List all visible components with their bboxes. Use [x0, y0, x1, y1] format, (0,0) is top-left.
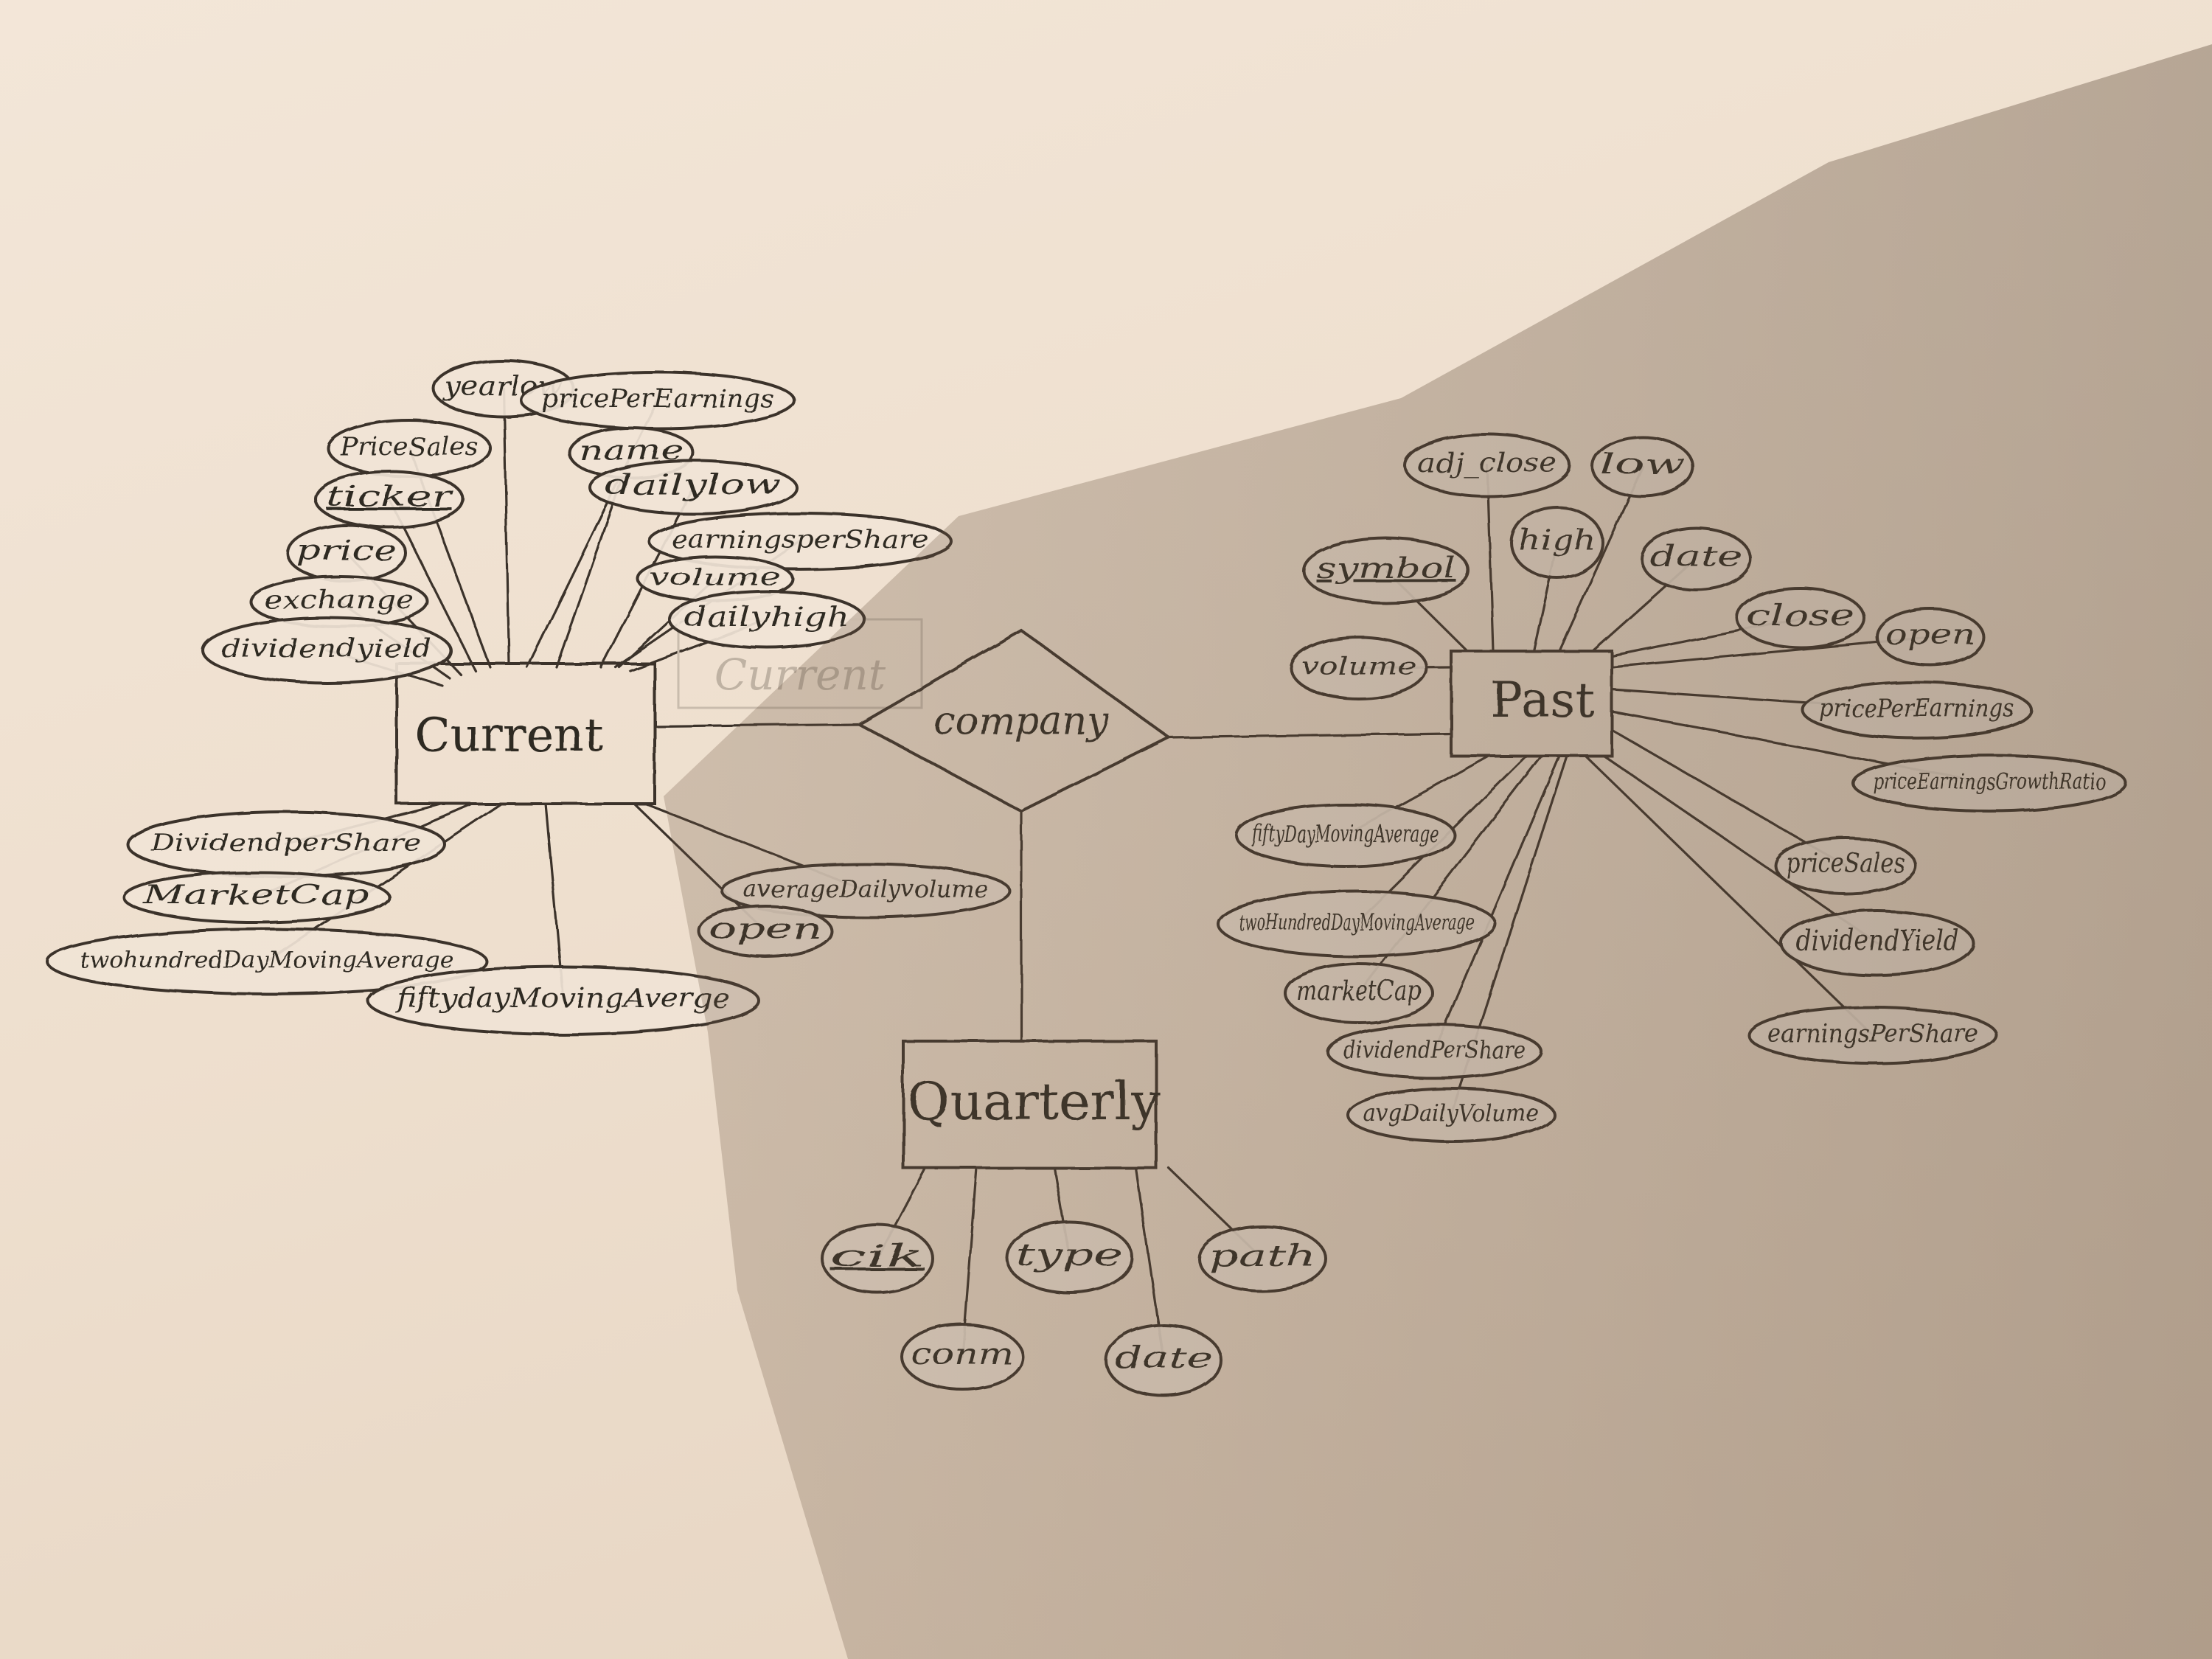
- attribute-current-17[interactable]: open: [698, 905, 833, 958]
- attribute-past-11[interactable]: fiftyDayMovingAverage: [1235, 803, 1456, 868]
- entity-past-label: Past: [1490, 672, 1594, 728]
- attribute-ellipse: [122, 871, 391, 924]
- attribute-label: volume: [1301, 652, 1416, 681]
- attribute-label: fiftyDayMovingAverage: [1252, 820, 1439, 848]
- attribute-past-14[interactable]: marketCap: [1284, 962, 1434, 1024]
- attribute-label: dividendYield: [1796, 925, 1959, 957]
- attribute-current-6[interactable]: price: [286, 524, 407, 582]
- attribute-past-12[interactable]: twoHundredDayMovingAverage: [1217, 890, 1497, 958]
- attribute-label: close: [1747, 599, 1854, 633]
- entity-past[interactable]: Past: [1450, 650, 1613, 757]
- attribute-current-2[interactable]: PriceSales: [327, 419, 492, 478]
- attribute-current-14[interactable]: twohundredDayMovingAverage: [46, 928, 488, 995]
- attribute-label: open: [1885, 619, 1975, 651]
- attribute-quarterly-3[interactable]: conm: [900, 1323, 1024, 1391]
- attribute-ellipse: [314, 470, 465, 529]
- ghost-text: Current: [714, 650, 886, 700]
- attribute-current-15[interactable]: fiftydayMovingAverge: [366, 965, 760, 1036]
- attribute-past-10[interactable]: priceSales: [1774, 836, 1917, 895]
- attribute-past-17[interactable]: avgDailyVolume: [1346, 1087, 1556, 1143]
- attribute-label: fiftydayMovingAverge: [394, 984, 729, 1014]
- attribute-label: avgDailyVolume: [1363, 1099, 1539, 1127]
- entity-current-label: Current: [414, 709, 603, 763]
- attribute-label: marketCap: [1296, 976, 1422, 1006]
- attribute-label: twohundredDayMovingAverage: [80, 947, 454, 973]
- relationship-company[interactable]: company: [855, 628, 1172, 813]
- attribute-past-2[interactable]: high: [1510, 506, 1604, 580]
- attribute-label: exchange: [264, 585, 414, 615]
- attribute-past-15[interactable]: dividendPerShare: [1326, 1023, 1543, 1079]
- attribute-quarterly-2[interactable]: path: [1197, 1225, 1327, 1293]
- relationship-link: [653, 723, 860, 728]
- attribute-label: dailylow: [605, 469, 781, 501]
- attribute-past-5[interactable]: close: [1736, 587, 1865, 649]
- attribute-link: [502, 387, 510, 665]
- attribute-past-4[interactable]: symbol: [1302, 537, 1470, 605]
- attribute-current-0[interactable]: yearlow: [432, 359, 575, 418]
- attribute-label: dividendPerShare: [1343, 1036, 1526, 1064]
- attribute-label: date: [1649, 540, 1742, 573]
- attribute-label: dividendyield: [221, 634, 432, 664]
- attribute-label: ticker: [327, 481, 455, 513]
- attribute-past-7[interactable]: volume: [1290, 636, 1428, 700]
- attribute-ellipse: [46, 928, 488, 995]
- attribute-label: volume: [650, 563, 782, 591]
- relationship-link: [1167, 732, 1453, 739]
- attribute-label: averageDailyvolume: [743, 875, 988, 903]
- attribute-label: price: [296, 535, 397, 567]
- attribute-label: date: [1115, 1341, 1213, 1375]
- attribute-past-3[interactable]: date: [1640, 526, 1752, 591]
- attribute-label: DividendperShare: [150, 829, 421, 857]
- attribute-label: PriceSales: [339, 432, 478, 462]
- attribute-past-1[interactable]: low: [1591, 436, 1694, 498]
- attribute-label: pricePerEarnings: [1820, 694, 2014, 723]
- attribute-current-10[interactable]: dailyhigh: [668, 590, 866, 649]
- attribute-label: cik: [830, 1239, 925, 1273]
- entity-current[interactable]: Current: [395, 662, 656, 805]
- attribute-current-12[interactable]: DividendperShare: [126, 810, 446, 878]
- entity-quarterly[interactable]: Quarterly: [902, 1040, 1161, 1169]
- attribute-label: earningsPerShare: [1767, 1019, 1978, 1048]
- attribute-quarterly-1[interactable]: type: [1005, 1220, 1133, 1294]
- attribute-quarterly-0[interactable]: cik: [821, 1223, 934, 1294]
- attribute-label: MarketCap: [143, 880, 369, 911]
- attribute-label: conm: [911, 1338, 1014, 1371]
- attribute-current-11[interactable]: dividendyield: [201, 616, 452, 684]
- attribute-label: twoHundredDayMovingAverage: [1239, 910, 1475, 936]
- attribute-past-6[interactable]: open: [1876, 608, 1985, 667]
- attribute-label: open: [709, 913, 822, 945]
- attribute-ellipse: [201, 616, 452, 684]
- attribute-label: high: [1519, 524, 1596, 557]
- attribute-past-0[interactable]: adj_close: [1403, 433, 1571, 498]
- attribute-label: path: [1208, 1239, 1316, 1273]
- attribute-link: [1357, 754, 1543, 995]
- attribute-label: priceEarningsGrowthRatio: [1874, 769, 2106, 795]
- attribute-past-9[interactable]: priceEarningsGrowthRatio: [1851, 754, 2127, 813]
- attribute-label: dailyhigh: [684, 602, 849, 633]
- attribute-past-16[interactable]: earningsPerShare: [1747, 1006, 1998, 1065]
- attribute-label: priceSales: [1786, 849, 1905, 879]
- attribute-label: pricePerEarnings: [542, 384, 774, 414]
- attribute-current-4[interactable]: ticker: [314, 470, 465, 529]
- attribute-label: adj_close: [1417, 448, 1557, 479]
- attribute-label: symbol: [1316, 552, 1456, 585]
- attribute-past-8[interactable]: pricePerEarnings: [1801, 681, 2033, 740]
- attribute-label: low: [1600, 448, 1686, 481]
- attribute-current-13[interactable]: MarketCap: [122, 871, 391, 924]
- relationship-company-label: company: [934, 700, 1110, 744]
- attribute-label: type: [1016, 1237, 1123, 1273]
- attribute-past-13[interactable]: dividendYield: [1780, 909, 1975, 977]
- attribute-current-5[interactable]: dailylow: [588, 459, 798, 515]
- attribute-label: earningsperShare: [672, 525, 929, 554]
- entity-quarterly-label: Quarterly: [908, 1071, 1161, 1132]
- attribute-quarterly-4[interactable]: date: [1105, 1324, 1222, 1397]
- attribute-current-1[interactable]: pricePerEarnings: [520, 371, 796, 430]
